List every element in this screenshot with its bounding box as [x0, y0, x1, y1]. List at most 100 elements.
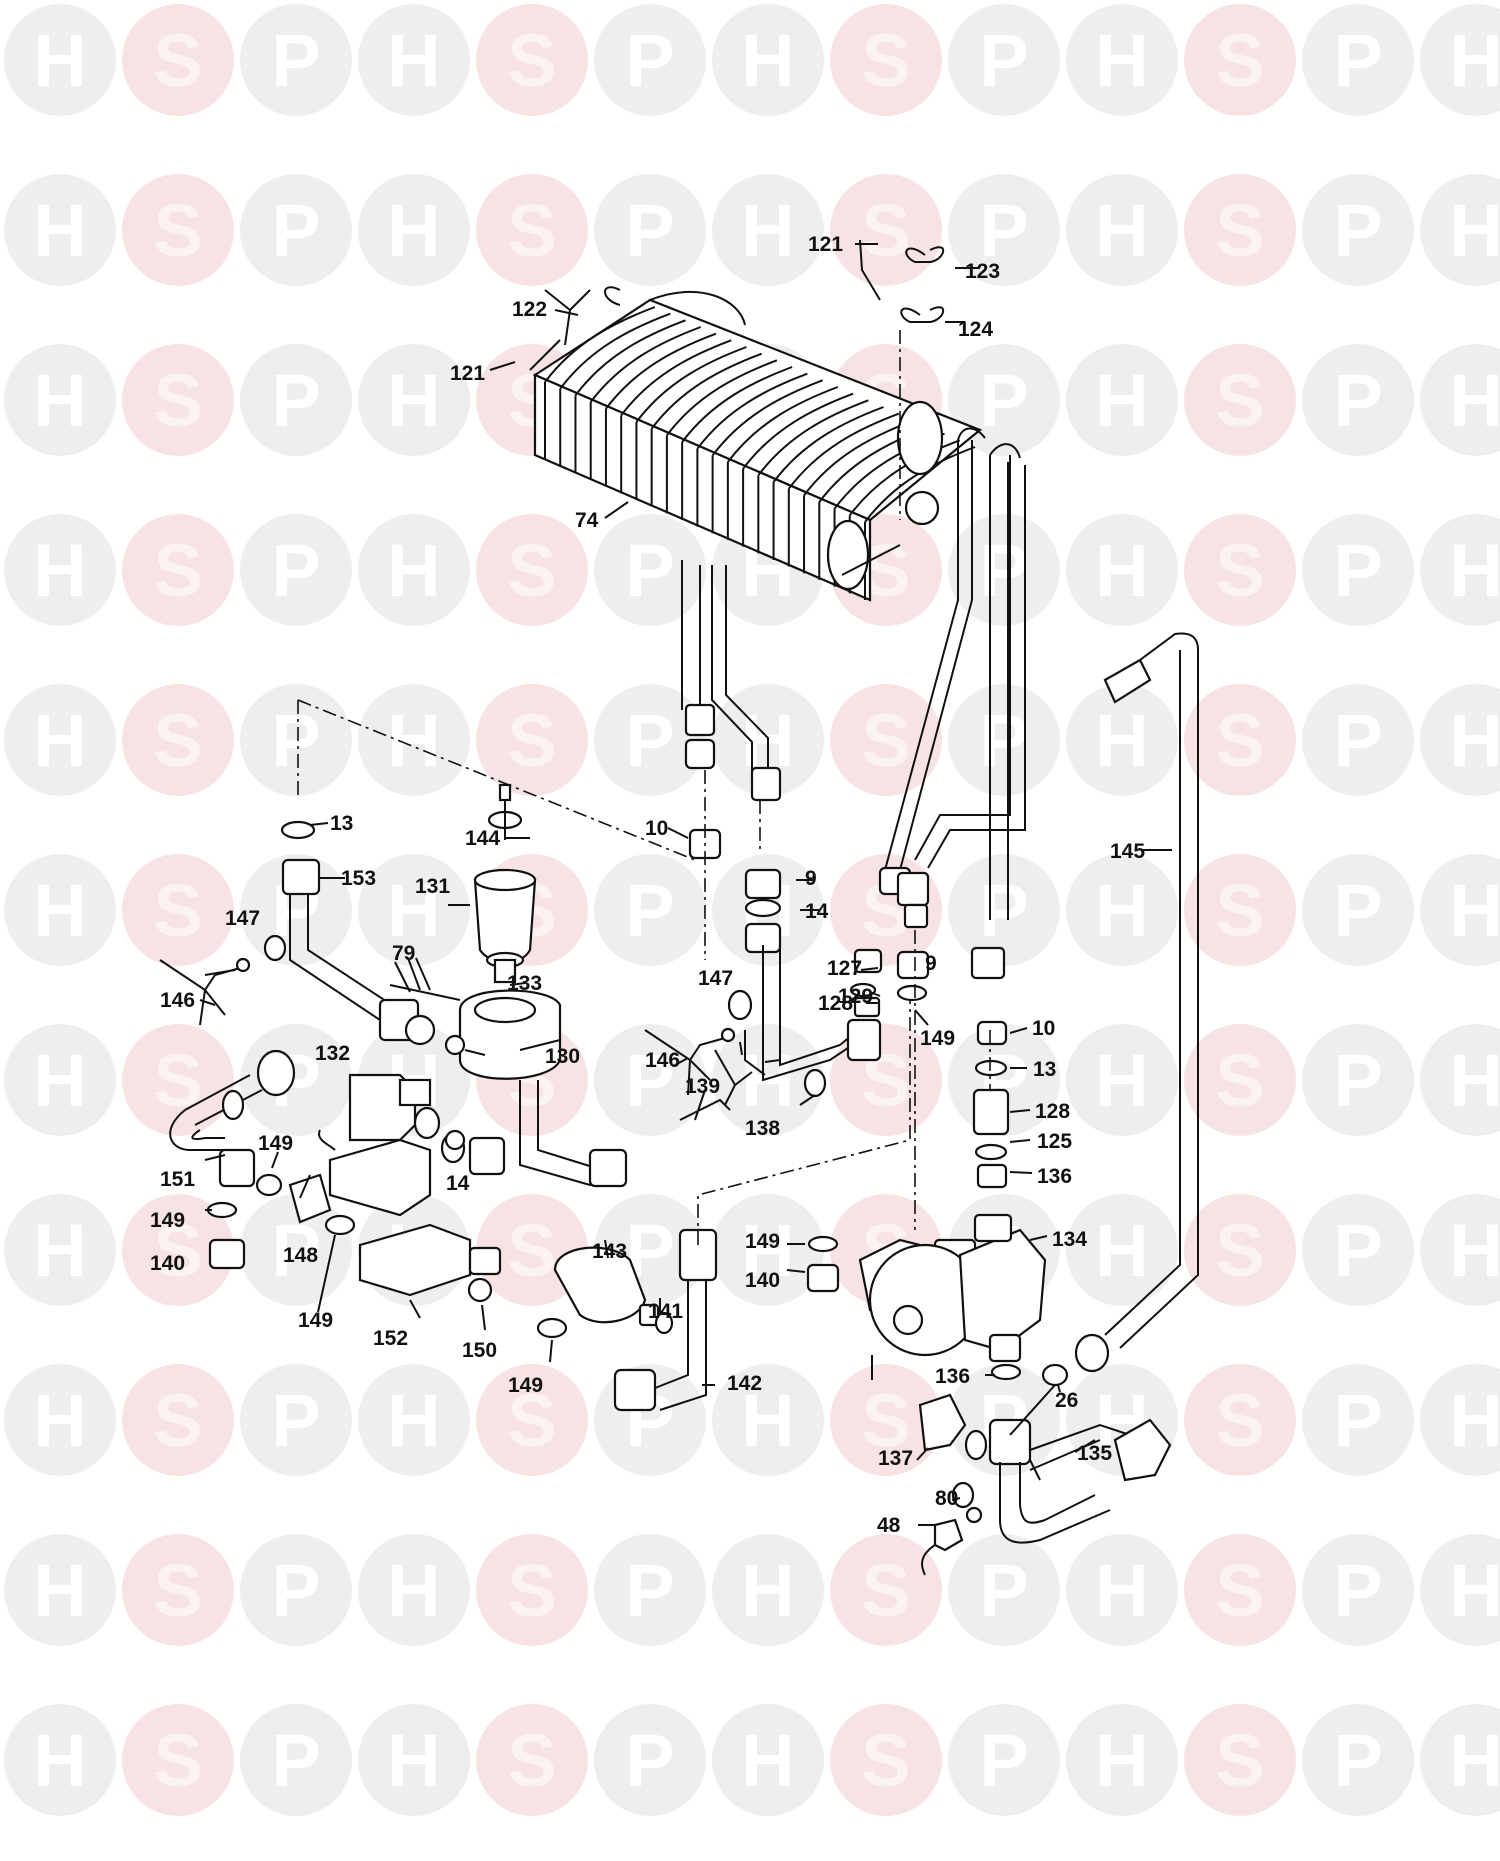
part-label: 145 — [1110, 840, 1145, 863]
watermark-letter: S — [1215, 1039, 1264, 1122]
watermark-letter: P — [979, 1719, 1028, 1802]
part-label: 133 — [507, 972, 542, 995]
part-label: 128 — [1035, 1100, 1070, 1123]
watermark-circle — [1184, 1194, 1296, 1306]
watermark-letter: P — [271, 19, 320, 102]
watermark-letter: S — [861, 1549, 910, 1632]
part-label: 10 — [1032, 1017, 1055, 1040]
watermark-letter: P — [271, 189, 320, 272]
watermark-circle — [712, 1704, 824, 1816]
part-label: 140 — [150, 1252, 185, 1275]
watermark-circle — [1420, 1534, 1500, 1646]
part-label: 138 — [745, 1117, 780, 1140]
pipe-153 — [263, 820, 466, 1056]
watermark-circle — [594, 854, 706, 966]
exchanger-fin — [635, 346, 747, 423]
watermark-letter: P — [1333, 189, 1382, 272]
watermark-letter: P — [625, 699, 674, 782]
watermark-letter: H — [33, 1549, 86, 1632]
watermark-letter: P — [1333, 1209, 1382, 1292]
pipe-138 — [727, 945, 882, 1098]
watermark-circle — [4, 854, 116, 966]
watermark-letter: S — [861, 19, 910, 102]
watermark-circle — [4, 684, 116, 796]
exchanger-fin — [589, 326, 702, 403]
watermark-letter: H — [33, 1719, 86, 1802]
watermark-letter: P — [979, 1549, 1028, 1632]
drain-valve — [348, 1073, 466, 1151]
watermark-letter: S — [507, 1379, 556, 1462]
watermark-letter: H — [33, 359, 86, 442]
watermark-letter: H — [1095, 699, 1148, 782]
watermark-circle — [476, 514, 588, 626]
watermark-letter: S — [153, 359, 202, 442]
watermark-circle — [240, 344, 352, 456]
watermark-circle — [594, 4, 706, 116]
watermark-circle — [1420, 1194, 1500, 1306]
part-label: 125 — [1037, 1130, 1072, 1153]
watermark-circle — [240, 1364, 352, 1476]
watermark-letter: H — [741, 189, 794, 272]
watermark-circle — [830, 1534, 942, 1646]
watermark-letter: S — [1215, 359, 1264, 442]
watermark-circle — [1302, 514, 1414, 626]
watermark-letter: S — [1215, 1209, 1264, 1292]
watermark-circle — [240, 4, 352, 116]
part-label: 151 — [160, 1168, 195, 1191]
watermark-circle — [122, 1534, 234, 1646]
watermark-letter: P — [979, 869, 1028, 952]
watermark-letter: H — [741, 1379, 794, 1462]
watermark-circle — [712, 1194, 824, 1306]
watermark-circle — [358, 174, 470, 286]
watermark-circle — [4, 1194, 116, 1306]
watermark-letter: S — [1215, 19, 1264, 102]
part-label: 128 — [818, 992, 853, 1015]
watermark-circle — [712, 1024, 824, 1136]
watermark-circle — [240, 174, 352, 286]
part-label: 14 — [446, 1172, 470, 1195]
watermark-circle — [122, 344, 234, 456]
watermark-letter: P — [625, 529, 674, 612]
watermark-circle — [948, 514, 1060, 626]
watermark-letter: H — [1449, 189, 1500, 272]
watermark-circle — [358, 344, 470, 456]
watermark-circle — [122, 1194, 234, 1306]
watermark-circle — [594, 1534, 706, 1646]
watermark-circle — [830, 4, 942, 116]
watermark-circle — [1184, 4, 1296, 116]
watermark-letter: S — [1215, 189, 1264, 272]
part-label: 147 — [698, 967, 733, 990]
watermark-letter: S — [153, 19, 202, 102]
watermark-letter: P — [625, 1549, 674, 1632]
watermark-letter: S — [861, 1719, 910, 1802]
watermark-letter: H — [33, 699, 86, 782]
watermark-circle — [948, 854, 1060, 966]
part-label: 13 — [1033, 1058, 1056, 1081]
watermark-circle — [1420, 1364, 1500, 1476]
part-label: 123 — [965, 260, 1000, 283]
watermark-letter: H — [33, 189, 86, 272]
part-label: 127 — [827, 957, 862, 980]
part-label: 134 — [1052, 1228, 1087, 1251]
watermark-circle — [594, 684, 706, 796]
assembly-lines — [297, 699, 991, 1230]
part-label: 150 — [462, 1339, 497, 1362]
watermark-circle — [358, 854, 470, 966]
watermark-letter: H — [1095, 359, 1148, 442]
watermark-letter: S — [507, 1549, 556, 1632]
watermark-circle — [1066, 4, 1178, 116]
part-label: 139 — [685, 1075, 720, 1098]
part-label: 80 — [935, 1487, 958, 1510]
part-label: 48 — [877, 1514, 901, 1537]
part-label: 149 — [745, 1230, 780, 1253]
watermark-letter: H — [1095, 1719, 1148, 1802]
part-label: 149 — [920, 1027, 955, 1050]
exchanger-fin — [666, 359, 778, 436]
watermark-letter: S — [1215, 1379, 1264, 1462]
watermark-circle — [1184, 1024, 1296, 1136]
pressure-relief — [553, 1000, 911, 1412]
part-label: 135 — [1077, 1442, 1112, 1465]
watermark-letter: H — [1095, 1549, 1148, 1632]
watermark-letter: H — [387, 1719, 440, 1802]
watermark-circle — [1066, 1704, 1178, 1816]
